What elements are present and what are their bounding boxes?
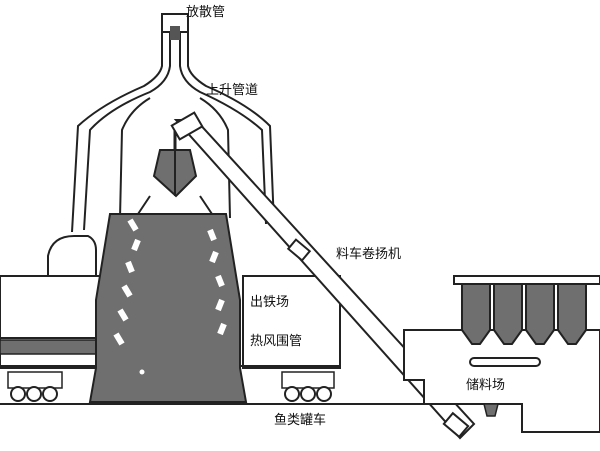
skip-hoist-incline — [170, 111, 476, 440]
label-skip-hoist: 料车卷扬机 — [336, 246, 401, 262]
storage-bin-1 — [461, 283, 491, 345]
dust-catcher-dome — [47, 235, 97, 277]
storage-bin-4 — [557, 283, 587, 345]
uptake-pipes — [71, 13, 275, 233]
label-riser-pipe: 上升管道 — [206, 83, 258, 98]
furnace-top-bell — [137, 130, 213, 215]
weigh-hopper-icon — [483, 403, 499, 417]
blast-furnace-body — [88, 213, 248, 403]
torpedo-car-right — [281, 371, 335, 402]
stock-house — [403, 275, 600, 433]
conveyor-belt — [469, 357, 541, 367]
bustle-pipe-duct — [0, 339, 97, 355]
label-bustle-pipe: 热风围管 — [250, 334, 302, 349]
tap-hole — [139, 369, 145, 375]
skip-car-icon — [286, 238, 312, 262]
torpedo-car-left — [7, 371, 63, 402]
storage-bin-2 — [493, 283, 523, 345]
vent-valve-icon — [170, 26, 180, 40]
label-storage-yard: 储料场 — [466, 378, 505, 393]
label-vent-pipe: 放散管 — [186, 5, 225, 20]
label-torpedo-car: 鱼类罐车 — [274, 412, 326, 428]
label-tap-house: 出铁场 — [250, 295, 289, 310]
storage-bin-3 — [525, 283, 555, 345]
